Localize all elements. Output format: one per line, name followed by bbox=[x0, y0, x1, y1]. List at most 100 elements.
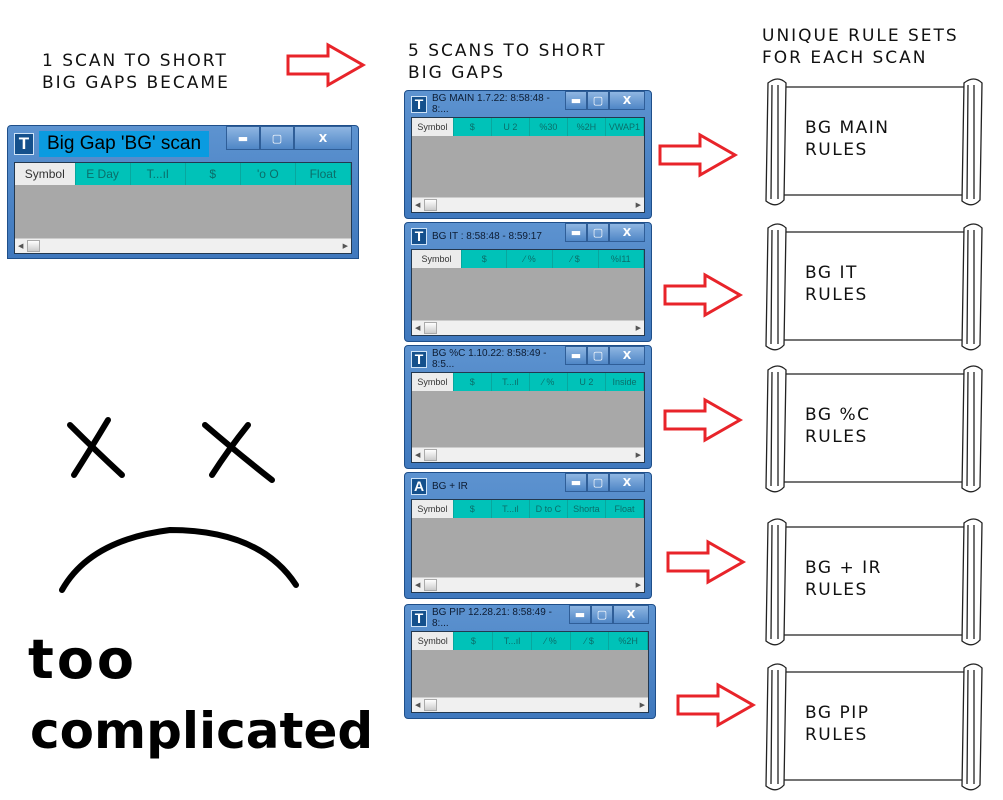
minimize-button[interactable]: ▬ bbox=[565, 473, 587, 492]
column-header[interactable]: T...ıl bbox=[492, 373, 530, 391]
minimize-button[interactable]: ▬ bbox=[226, 126, 260, 150]
column-header[interactable]: Shorta bbox=[568, 500, 606, 518]
scroll-right-icon[interactable]: ▶ bbox=[635, 451, 641, 459]
column-header[interactable]: %I11 bbox=[599, 250, 645, 268]
column-header[interactable]: %30 bbox=[530, 118, 568, 136]
column-header[interactable]: Float bbox=[296, 163, 351, 185]
column-header[interactable]: $ bbox=[454, 118, 492, 136]
close-button[interactable]: X bbox=[613, 605, 649, 624]
caption-line: 5 SCANS TO SHORT bbox=[408, 41, 607, 61]
minimize-button[interactable]: ▬ bbox=[569, 605, 591, 624]
column-header[interactable]: E Day bbox=[76, 163, 131, 185]
maximize-button[interactable]: ▢ bbox=[587, 91, 609, 110]
column-header[interactable]: Symbol bbox=[412, 118, 454, 136]
column-header[interactable]: ⁄ % bbox=[530, 373, 568, 391]
results-grid[interactable] bbox=[15, 185, 351, 238]
maximize-button[interactable]: ▢ bbox=[587, 473, 609, 492]
column-header[interactable]: $ bbox=[462, 250, 508, 268]
column-header[interactable]: ⁄ $ bbox=[553, 250, 599, 268]
horizontal-scrollbar[interactable]: ◀▶ bbox=[412, 697, 648, 712]
column-header[interactable]: Symbol bbox=[412, 500, 454, 518]
rules-name: BG + IR bbox=[805, 558, 882, 578]
scroll-thumb[interactable] bbox=[424, 699, 438, 711]
results-grid[interactable] bbox=[412, 136, 644, 197]
column-header[interactable]: %2H bbox=[609, 632, 648, 650]
results-grid[interactable] bbox=[412, 650, 648, 697]
column-header[interactable]: T...ıl bbox=[492, 500, 530, 518]
scroll-left-icon[interactable]: ◀ bbox=[415, 324, 421, 332]
scroll-thumb[interactable] bbox=[424, 579, 438, 591]
close-button[interactable]: X bbox=[609, 223, 645, 242]
column-header[interactable]: 'o O bbox=[241, 163, 296, 185]
column-header[interactable]: Symbol bbox=[412, 250, 462, 268]
column-header[interactable]: $ bbox=[454, 632, 494, 650]
minimize-button[interactable]: ▬ bbox=[565, 346, 587, 365]
close-button[interactable]: X bbox=[609, 346, 645, 365]
rules-name: BG %C bbox=[805, 405, 871, 425]
column-header[interactable]: U 2 bbox=[492, 118, 530, 136]
column-header[interactable]: $ bbox=[454, 500, 492, 518]
close-button[interactable]: X bbox=[609, 91, 645, 110]
column-header[interactable]: ⁄ % bbox=[507, 250, 553, 268]
scroll-right-icon[interactable]: ▶ bbox=[635, 581, 641, 589]
column-header[interactable]: Inside bbox=[606, 373, 644, 391]
caption-line: UNIQUE RULE SETS bbox=[762, 26, 959, 46]
scroll-left-icon[interactable]: ◀ bbox=[415, 581, 421, 589]
results-grid[interactable] bbox=[412, 518, 644, 577]
results-grid[interactable] bbox=[412, 268, 644, 320]
column-header[interactable]: VWAP1 bbox=[606, 118, 644, 136]
horizontal-scrollbar[interactable]: ◀▶ bbox=[15, 238, 351, 253]
maximize-button[interactable]: ▢ bbox=[260, 126, 294, 150]
horizontal-scrollbar[interactable]: ◀▶ bbox=[412, 197, 644, 212]
close-button[interactable]: X bbox=[294, 126, 352, 150]
column-header[interactable]: Symbol bbox=[412, 373, 454, 391]
scroll-thumb[interactable] bbox=[424, 322, 438, 334]
scroll-left-icon[interactable]: ◀ bbox=[415, 701, 421, 709]
app-icon: T bbox=[411, 95, 427, 113]
minimize-button[interactable]: ▬ bbox=[565, 91, 587, 110]
scroll-icon bbox=[765, 365, 983, 493]
horizontal-scrollbar[interactable]: ◀▶ bbox=[412, 447, 644, 462]
column-header[interactable]: T...ıl bbox=[131, 163, 186, 185]
minimize-button[interactable]: ▬ bbox=[565, 223, 587, 242]
scroll-right-icon[interactable]: ▶ bbox=[635, 201, 641, 209]
app-icon: A bbox=[411, 477, 427, 495]
maximize-button[interactable]: ▢ bbox=[587, 346, 609, 365]
scroll-right-icon[interactable]: ▶ bbox=[639, 701, 645, 709]
column-header[interactable]: $ bbox=[454, 373, 492, 391]
scroll-thumb[interactable] bbox=[424, 449, 438, 461]
results-grid[interactable] bbox=[412, 391, 644, 447]
column-header[interactable]: Symbol bbox=[15, 163, 76, 185]
column-header[interactable]: ⁄ $ bbox=[571, 632, 610, 650]
column-header[interactable]: Symbol bbox=[412, 632, 455, 650]
maximize-button[interactable]: ▢ bbox=[591, 605, 613, 624]
maximize-button[interactable]: ▢ bbox=[587, 223, 609, 242]
column-header[interactable]: D to C bbox=[530, 500, 568, 518]
column-header[interactable]: %2H bbox=[568, 118, 606, 136]
scroll-left-icon[interactable]: ◀ bbox=[415, 451, 421, 459]
column-header[interactable]: Float bbox=[606, 500, 644, 518]
horizontal-scrollbar[interactable]: ◀▶ bbox=[412, 577, 644, 592]
rules-name: BG PIP bbox=[805, 703, 870, 723]
scroll-right-icon[interactable]: ▶ bbox=[342, 242, 348, 250]
scroll-right-icon[interactable]: ▶ bbox=[635, 324, 641, 332]
scroll-thumb[interactable] bbox=[424, 199, 438, 211]
scroll-left-icon[interactable]: ◀ bbox=[415, 201, 421, 209]
close-button[interactable]: X bbox=[609, 473, 645, 492]
caption-line: BIG GAPS bbox=[408, 63, 506, 83]
column-header[interactable]: $ bbox=[186, 163, 241, 185]
column-header[interactable]: ⁄ % bbox=[532, 632, 571, 650]
column-header[interactable]: U 2 bbox=[568, 373, 606, 391]
column-header[interactable]: T...ıl bbox=[493, 632, 532, 650]
scroll-left-icon[interactable]: ◀ bbox=[18, 242, 24, 250]
horizontal-scrollbar[interactable]: ◀▶ bbox=[412, 320, 644, 335]
scroll-thumb[interactable] bbox=[27, 240, 41, 252]
